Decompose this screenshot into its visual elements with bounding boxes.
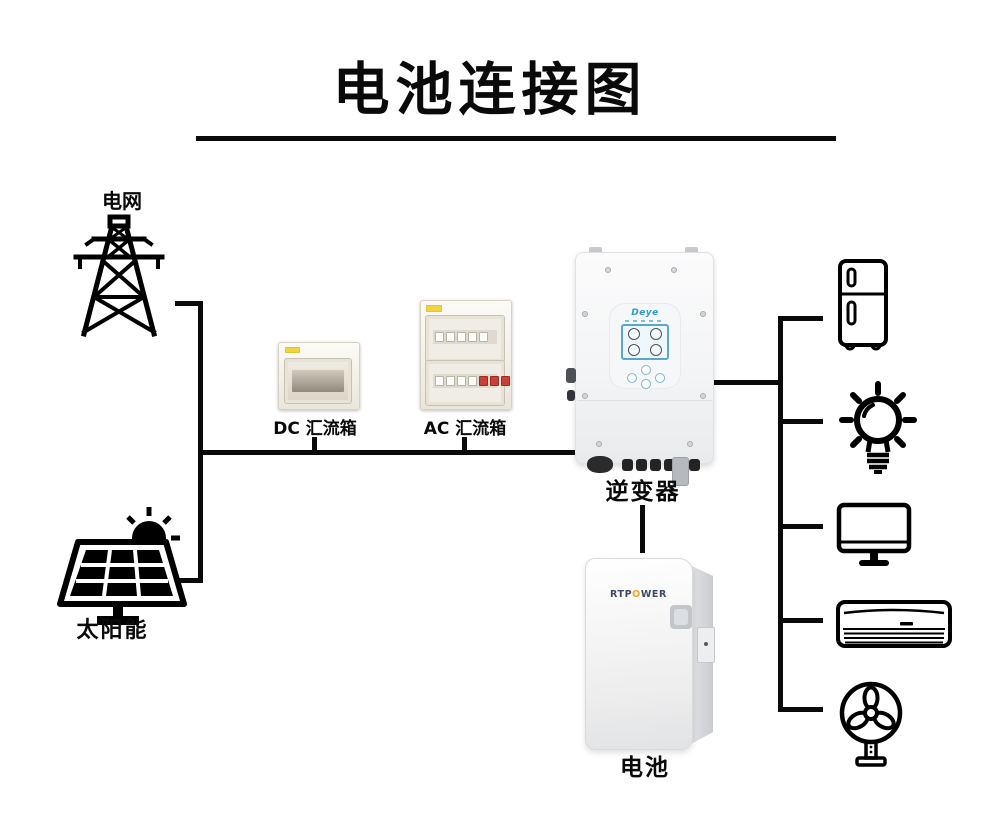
inverter-side-knob-2 [567,390,575,401]
battery-brand-logo: RTPOWER [610,589,667,600]
connector-aircon-stub [778,618,823,623]
dc-combiner-box [278,342,360,410]
inverter-antenna [672,457,689,486]
inverter-mount-tab-right [685,247,698,256]
inverter-gland [689,459,700,471]
inverter-gland [622,459,633,471]
battery-label: 电池 [620,755,670,781]
connector-inverter-to-loads [712,380,780,385]
dc-box-label: DC 汇流箱 [273,419,357,439]
inverter-display-panel: Deye [609,303,681,389]
connector-bulb-stub [778,419,823,424]
inverter-body: Deye [575,252,714,464]
fan-icon [839,681,903,767]
air-conditioner-icon [836,600,952,648]
battery-handle-recess [670,605,692,629]
battery-front-face: RTPOWER [585,558,693,750]
connector-fridge-stub [778,316,823,321]
connector-monitor-stub [778,524,823,529]
inverter-button-right [655,373,665,383]
inverter-gland [636,459,647,471]
battery: RTPOWER [585,553,715,751]
ac-box-window-top [425,315,505,363]
connector-inverter-to-battery [640,505,645,553]
page-title: 电池连接图 [332,57,648,123]
inverter-seam [577,400,712,401]
inverter-button-left [627,373,637,383]
dc-box-din-rail [292,370,344,392]
dc-box-window [284,358,352,404]
grid-label: 电网 [102,189,142,213]
inverter-brand-logo: Deye [631,308,659,318]
connector-dc-tick [312,437,317,450]
transmission-tower-icon [73,214,165,338]
connector-solar-stub [178,578,203,583]
battery-logo-sun-icon: O [632,589,641,600]
connector-grid-stub [175,301,203,306]
connector-main-horizontal [198,450,575,455]
inverter-button-up [641,365,651,375]
inverter-screen [621,324,669,360]
inverter-status-icons [625,320,665,322]
battery-bracket [697,627,715,663]
connector-left-vertical [198,301,203,583]
dc-box-yellow-label [285,347,300,353]
inverter-gland [650,459,661,471]
inverter-button-down [641,379,651,389]
ac-box-yellow-label [426,305,442,312]
solar-panel-icon [57,507,187,625]
light-bulb-icon [839,381,917,474]
inverter-mount-tab-left [589,247,602,256]
connector-right-vertical [778,316,783,712]
inverter-gland [664,459,675,471]
inverter: Deye [566,247,714,486]
ac-box-label: AC 汇流箱 [423,419,507,439]
ac-box-breakers-top [433,330,497,344]
ac-combiner-box [420,300,512,410]
connector-fan-stub [778,707,823,712]
inverter-label: 逆变器 [605,479,681,505]
ac-box-window-bottom [425,360,510,406]
title-underline [196,136,836,141]
connector-ac-tick [462,437,467,450]
refrigerator-icon [838,259,888,351]
inverter-side-knob-1 [566,368,576,383]
ac-box-breakers-bottom [433,374,510,388]
inverter-gland-large [587,456,613,473]
monitor-icon [836,502,912,566]
solar-label: 太阳能 [76,618,149,643]
